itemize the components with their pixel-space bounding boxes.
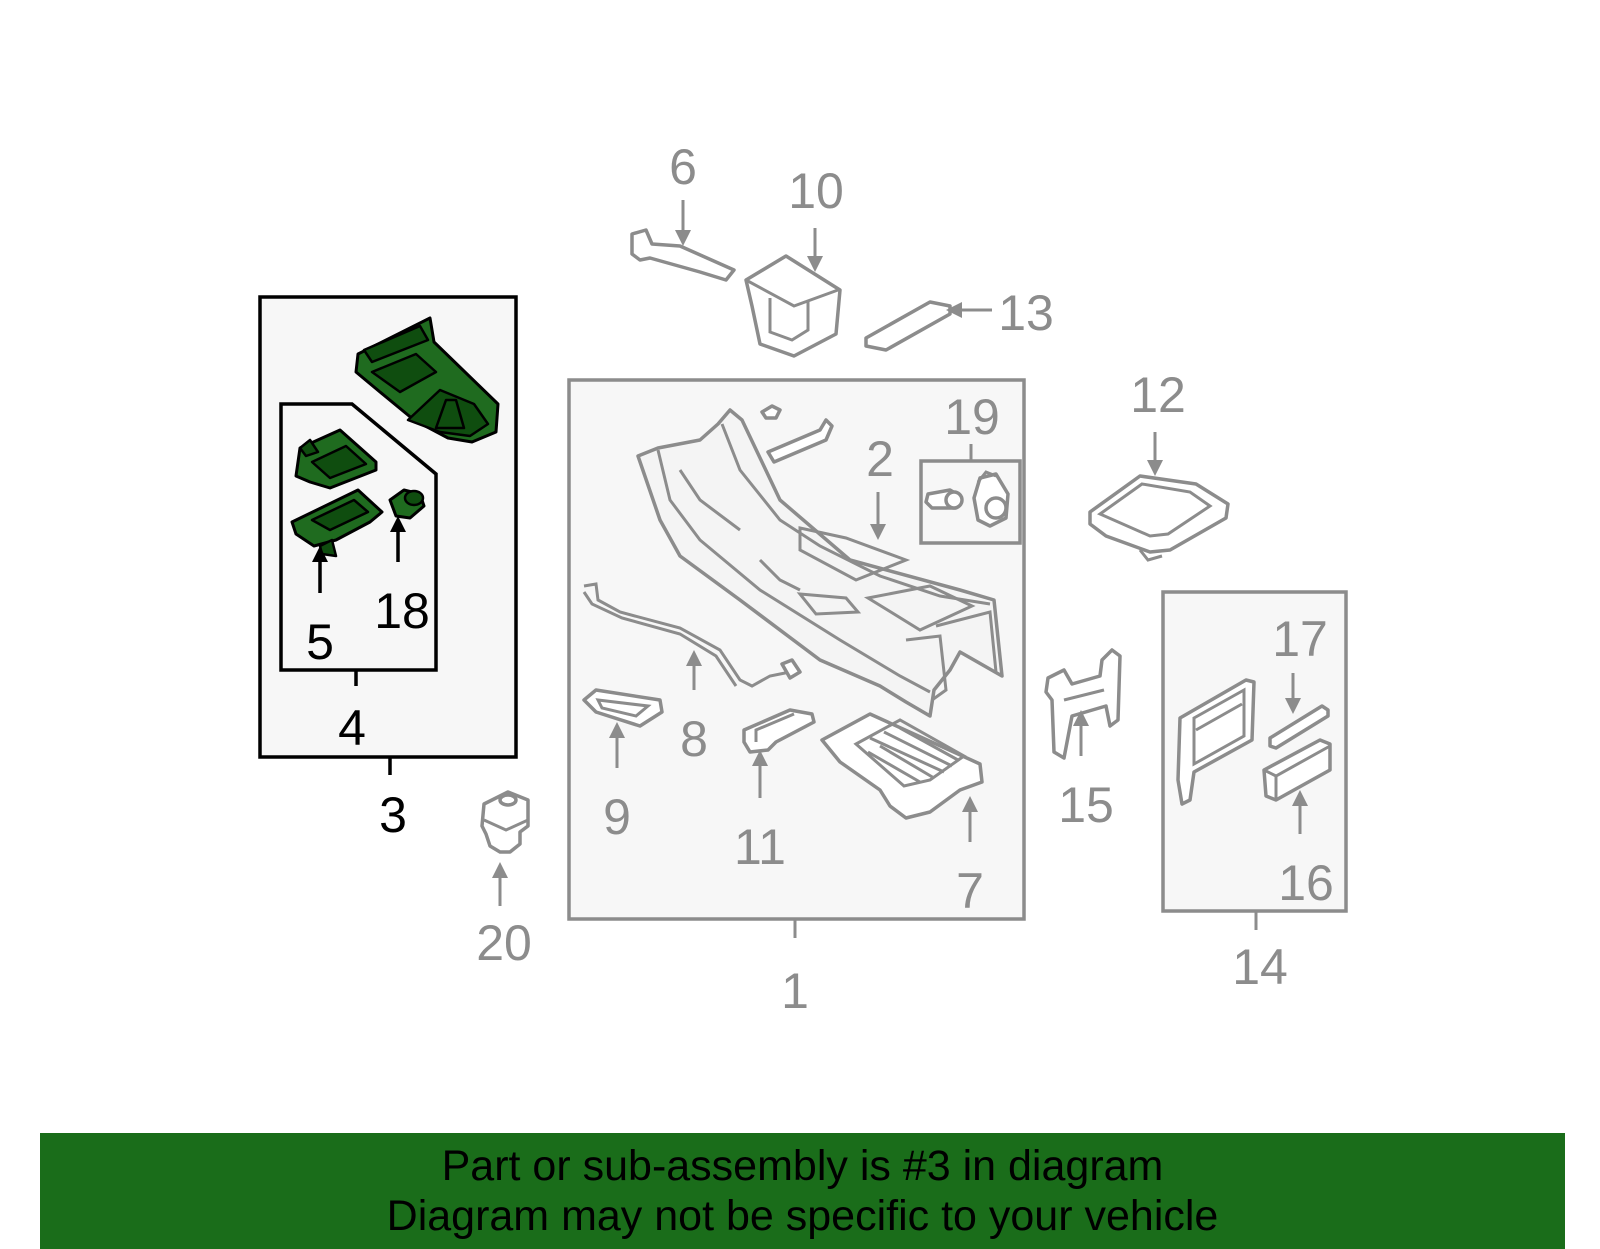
panel-14-part[interactable] — [1176, 678, 1256, 806]
callout-7[interactable]: 7 — [956, 863, 984, 919]
callout-15[interactable]: 15 — [1058, 777, 1114, 833]
storage-tray-7-part[interactable] — [820, 712, 984, 820]
callout-11[interactable]: 11 — [734, 819, 786, 875]
callout-10[interactable]: 10 — [788, 163, 844, 219]
bracket-6-part[interactable] — [630, 228, 736, 282]
assembly-14-group — [1161, 590, 1348, 930]
callout-13[interactable]: 13 — [998, 285, 1054, 341]
callout-8[interactable]: 8 — [680, 711, 708, 767]
cover-10-part[interactable] — [744, 254, 842, 358]
callout-1[interactable]: 1 — [781, 963, 809, 1019]
callout-6[interactable]: 6 — [669, 139, 697, 195]
callout-19[interactable]: 19 — [944, 389, 1000, 445]
callout-14[interactable]: 14 — [1232, 939, 1288, 995]
armrest-12-part[interactable] — [1088, 474, 1230, 562]
trim-piece-upper[interactable] — [294, 428, 378, 490]
tray-9-part[interactable] — [582, 688, 664, 728]
strip-13-part[interactable] — [864, 300, 952, 352]
bracket-15-part[interactable] — [1044, 648, 1122, 760]
bracket-20-part[interactable] — [480, 790, 530, 854]
callout-2[interactable]: 2 — [866, 431, 894, 487]
socket-19-part[interactable] — [924, 470, 1010, 528]
assembly-1-group — [567, 378, 1026, 938]
cable-8-part[interactable] — [582, 582, 802, 688]
callout-9[interactable]: 9 — [603, 789, 631, 845]
callout-4[interactable]: 4 — [338, 700, 366, 756]
callout-20[interactable]: 20 — [476, 915, 532, 971]
center-console-part[interactable] — [636, 408, 1004, 718]
callout-3[interactable]: 3 — [379, 787, 407, 843]
shift-bezel-part[interactable] — [354, 316, 500, 444]
trim-piece-5[interactable] — [290, 488, 384, 558]
callout-17[interactable]: 17 — [1272, 611, 1328, 667]
strip-17-part[interactable] — [1268, 704, 1330, 750]
callout-5[interactable]: 5 — [306, 614, 334, 670]
callout-18[interactable]: 18 — [374, 583, 430, 639]
banner-line-part-number: Part or sub-assembly is #3 in diagram — [441, 1142, 1164, 1190]
info-banner: Part or sub-assembly is #3 in diagram Di… — [40, 1133, 1565, 1249]
bracket-16-part[interactable] — [1262, 738, 1332, 802]
clip-part[interactable] — [760, 404, 834, 464]
knob-18[interactable] — [388, 488, 426, 520]
bracket-11-part[interactable] — [742, 708, 816, 754]
banner-line-disclaimer: Diagram may not be specific to your vehi… — [386, 1192, 1219, 1240]
assembly-3-group — [258, 295, 518, 775]
callout-16[interactable]: 16 — [1278, 855, 1334, 911]
callout-12[interactable]: 12 — [1130, 367, 1186, 423]
